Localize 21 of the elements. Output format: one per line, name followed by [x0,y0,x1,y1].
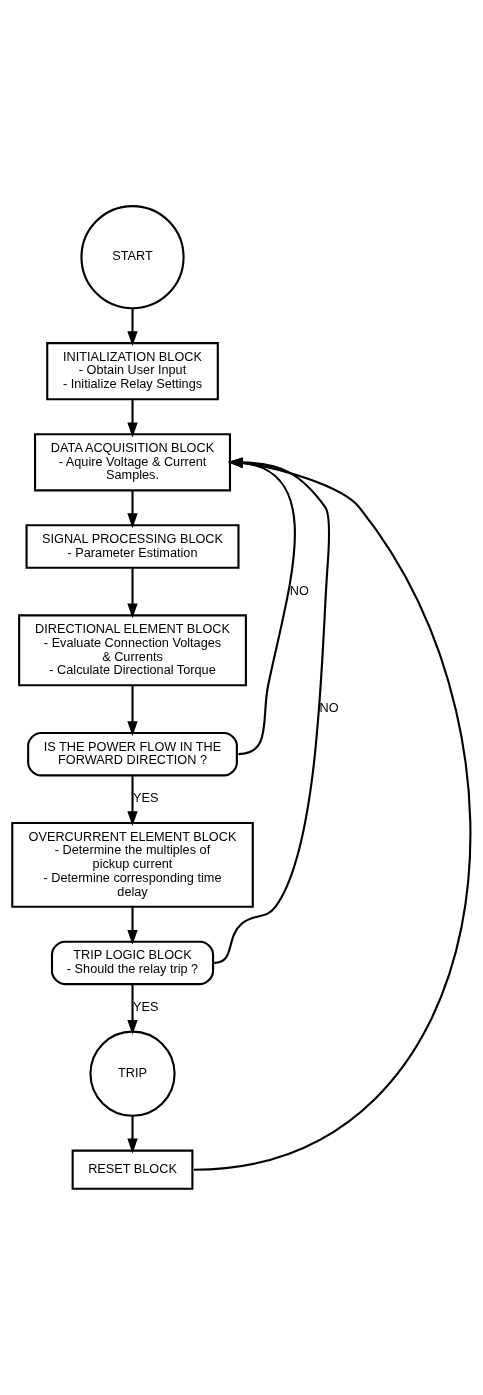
arrow [127,308,138,346]
node-box: OVERCURRENT ELEMENT BLOCK - Determine the multiples of pickup current - Determine corresponding time delay [11,821,254,908]
node-circle: TRIP [89,1030,176,1117]
arrow [127,399,138,438]
arrow [127,1115,138,1154]
node-circle: START [80,205,185,310]
arrow [127,685,138,737]
node-box: TRIP LOGIC BLOCK - Should the relay trip ? [50,940,215,986]
arrow [127,775,138,826]
arrow [127,568,138,619]
node-box: DIRECTIONAL ELEMENT BLOCK - Evaluate Connection Voltages & Currents - Calculate Directional Torque [18,614,247,687]
node-box: SIGNAL PROCESSING BLOCK - Parameter Estimation [25,524,240,569]
arrow [127,906,138,945]
node-box: INITIALIZATION BLOCK - Obtain User Input - Initialize Relay Settings [46,342,219,401]
node-box: DATA ACQUISITION BLOCK - Aquire Voltage & Current Samples. [34,433,232,492]
node-box: IS THE POWER FLOW IN THE FORWARD DIRECTION ? [27,731,238,777]
node-box: RESET BLOCK [71,1149,194,1190]
arrow [127,490,138,529]
edge-label: NO [319,700,339,716]
edge-label: NO [289,582,309,598]
arrow [127,984,138,1035]
